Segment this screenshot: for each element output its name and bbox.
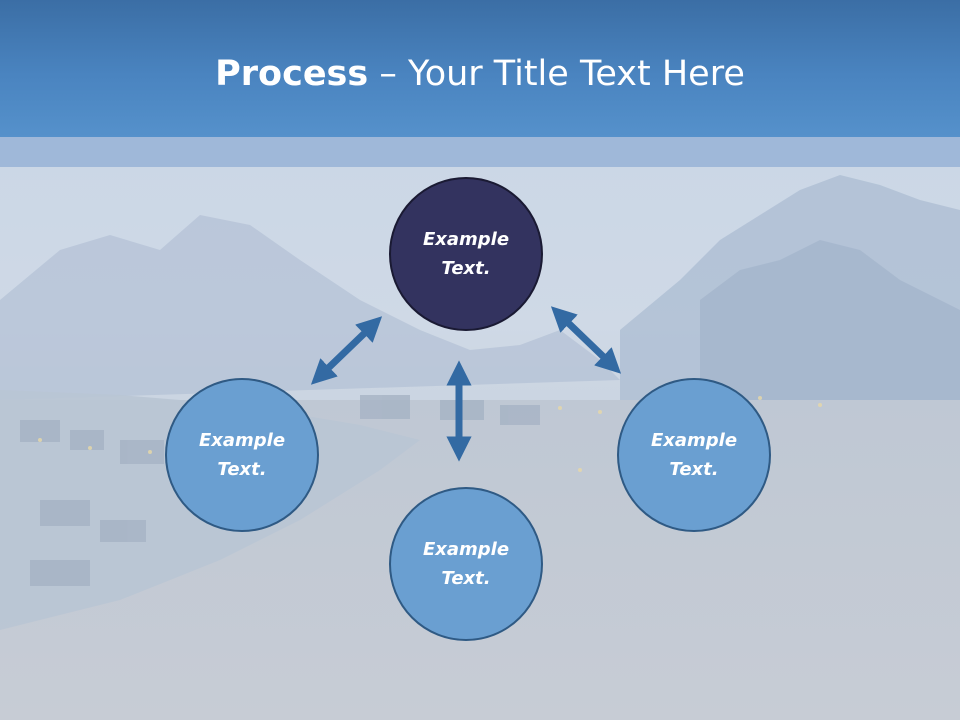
- node-bottom-text: Example Text.: [422, 539, 510, 589]
- diagram-node-top: Example Text.: [389, 177, 543, 331]
- diagram-node-left: Example Text.: [165, 378, 319, 532]
- diagram-node-bottom: Example Text.: [389, 487, 543, 641]
- node-left-text: Example Text.: [198, 430, 286, 480]
- diagram-node-right: Example Text.: [617, 378, 771, 532]
- slide-title: Process – Your Title Text Here: [0, 52, 960, 96]
- slide-title-rest: – Your Title Text Here: [368, 54, 745, 94]
- title-bar: [0, 0, 960, 137]
- node-right-text: Example Text.: [650, 430, 738, 480]
- node-top-text: Example Text.: [422, 229, 510, 279]
- slide-title-bold: Process: [215, 54, 369, 94]
- title-bar-band: [0, 137, 960, 167]
